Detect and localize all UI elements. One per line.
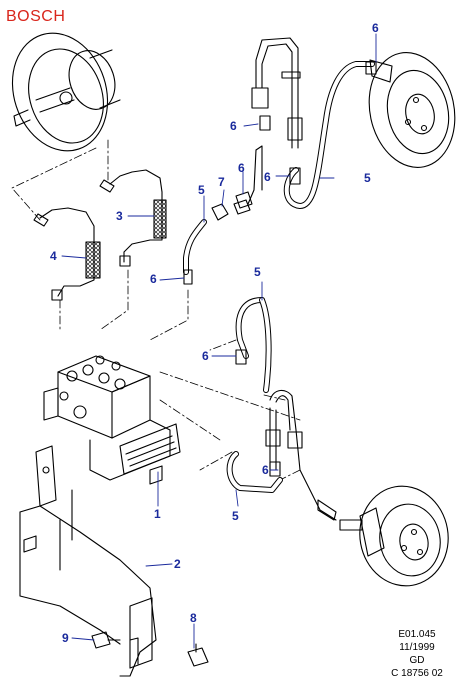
callout-6: 6 — [230, 119, 237, 133]
callout-9: 9 — [62, 631, 69, 645]
mounting-bracket — [19, 445, 157, 677]
callout-6: 6 — [202, 349, 209, 363]
callout-3: 3 — [116, 209, 123, 223]
brake-hose-5-right — [235, 297, 272, 393]
callout-1: 1 — [154, 507, 161, 521]
brake-pipe-3 — [99, 169, 167, 267]
hydraulic-unit — [43, 355, 181, 485]
fitting-6-set — [183, 61, 377, 477]
callout-7: 7 — [218, 175, 225, 189]
callout-leaders — [61, 33, 377, 649]
bolt-8 — [187, 643, 209, 667]
callout-5: 5 — [232, 509, 239, 523]
brake-disc-upper — [368, 52, 456, 168]
callout-6: 6 — [238, 161, 245, 175]
brake-booster — [11, 32, 121, 152]
reference-region: GD — [409, 655, 425, 666]
callout-6: 6 — [262, 463, 269, 477]
brake-hose-5-upper — [251, 37, 375, 209]
reference-code: E01.045 — [398, 629, 436, 640]
brand-logo: BOSCH — [6, 8, 66, 25]
bolt-9 — [91, 631, 121, 649]
guide-lines — [11, 139, 301, 481]
drawing-reference: E01.045 11/1999 GD C 18756 02 — [382, 628, 452, 680]
callout-8: 8 — [190, 611, 197, 625]
callout-6: 6 — [372, 21, 379, 35]
reference-date: 11/1999 — [399, 642, 435, 653]
callout-6: 6 — [264, 170, 271, 184]
callout-labels: 6 6 6 6 6 6 7 5 5 5 5 3 4 1 2 8 9 — [50, 21, 379, 645]
brake-pipe-4 — [33, 207, 101, 301]
brake-hose-5-center — [183, 219, 207, 275]
callout-5: 5 — [364, 171, 371, 185]
brake-hose-5-lower — [226, 389, 337, 521]
callout-5: 5 — [254, 265, 261, 279]
callout-2: 2 — [174, 557, 181, 571]
callout-5: 5 — [198, 183, 205, 197]
callout-4: 4 — [50, 249, 57, 263]
brake-disc-lower — [339, 485, 449, 587]
reference-number: C 18756 02 — [391, 668, 443, 679]
callout-6: 6 — [150, 272, 157, 286]
